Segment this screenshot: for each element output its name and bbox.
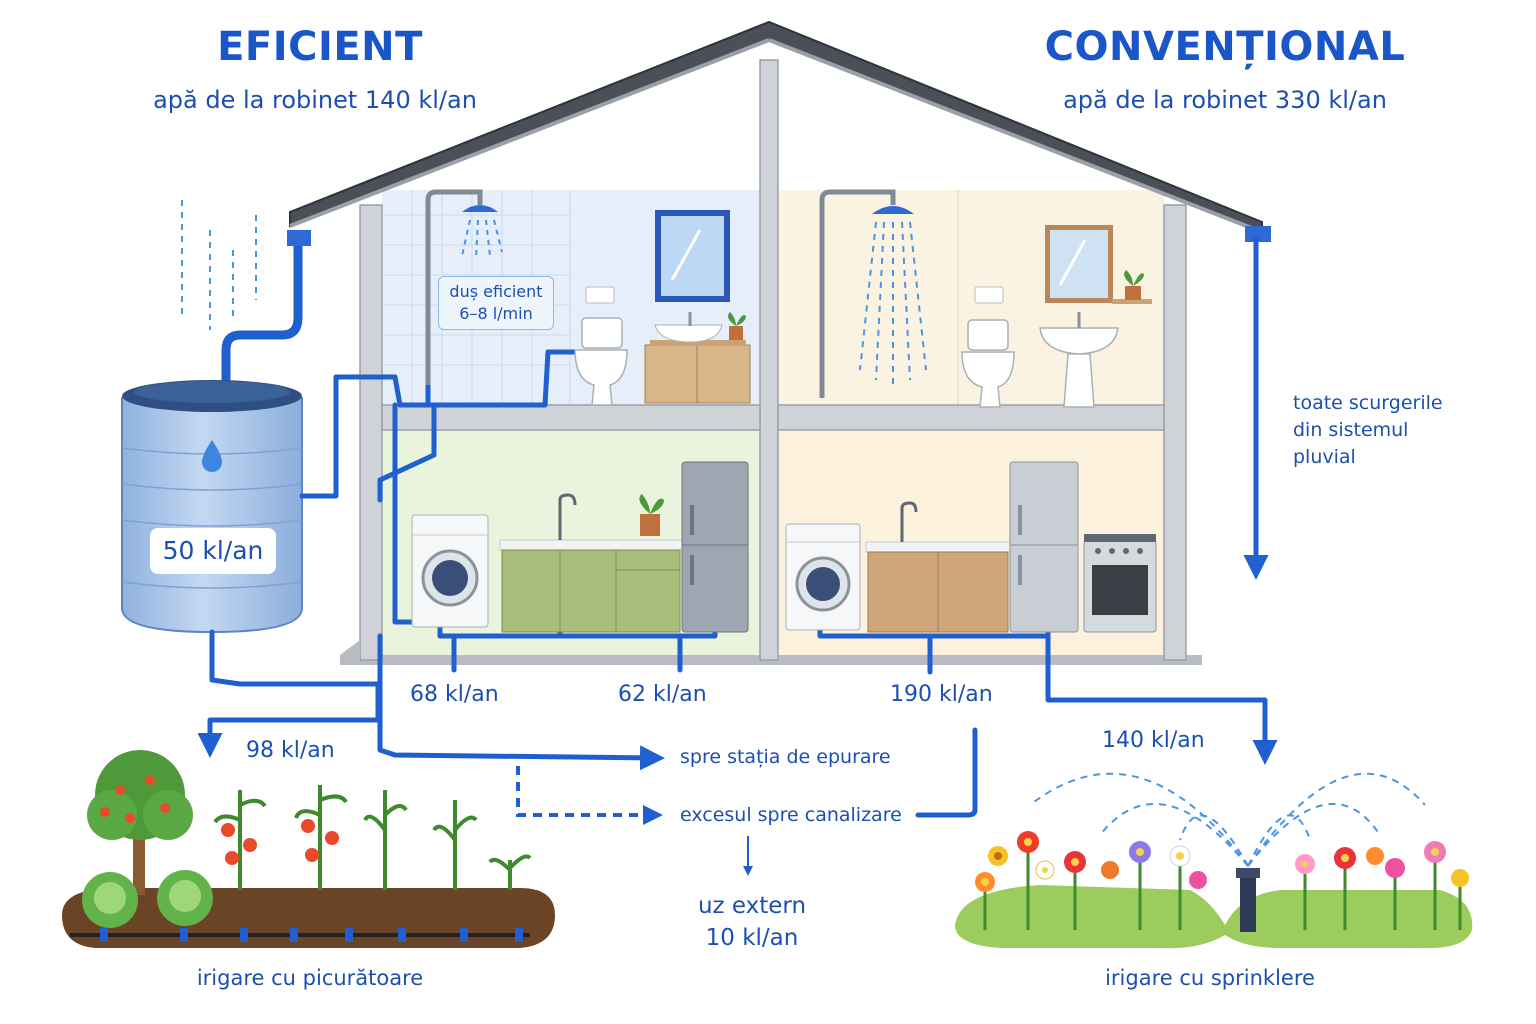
stormwater-note-line2: din sistemul: [1293, 419, 1409, 441]
sewer-excess-label: excesul spre canalizare: [680, 804, 902, 826]
external-use-line2: 10 kl/an: [705, 925, 799, 951]
water-drop-icon: [202, 440, 222, 472]
toilet-icon: [574, 317, 628, 406]
efficient-shower-note: duș eficient 6–8 l/min: [438, 276, 554, 330]
rain-icon: [181, 200, 257, 330]
mirror-icon: [655, 210, 730, 302]
sprinkler-irrigation-label: irigare cu sprinklere: [1105, 966, 1315, 990]
shower-note-line2: 6–8 l/min: [459, 304, 533, 323]
flow-kitchen: 62 kl/an: [618, 682, 707, 707]
shower-icon: [819, 189, 927, 398]
excess-dashed-pipe: [516, 766, 663, 825]
external-use-line1: uz extern: [697, 893, 807, 919]
efficient-pipes: [197, 349, 718, 771]
flower-icon: [975, 831, 1469, 930]
flow-conventional-total: 190 kl/an: [890, 682, 993, 707]
rain-tank: [121, 380, 303, 634]
toilet-icon: [961, 319, 1015, 408]
sink-icon: [1039, 312, 1119, 408]
shower-note-line1: duș eficient: [449, 282, 543, 301]
tree-icon: [87, 750, 193, 895]
treatment-plant-label: spre stația de epurare: [680, 746, 891, 768]
kitchen-counter-conventional: [865, 501, 1011, 633]
lettuce-icon: [82, 870, 213, 928]
flower-garden: [955, 885, 1473, 949]
flow-irrigation: 98 kl/an: [246, 738, 335, 763]
washing-machine-icon: [785, 523, 861, 631]
flow-sprinkler: 140 kl/an: [1102, 728, 1205, 753]
external-use: uz extern 10 kl/an: [672, 890, 832, 954]
stove-icon: [1083, 534, 1157, 633]
fridge-icon: [681, 461, 749, 633]
gutter-downpipe-left: [221, 238, 303, 388]
stormwater-note: toate scurgerile din sistemul pluvial: [1293, 390, 1443, 471]
shower-icon: [425, 189, 503, 385]
washing-machine-icon: [411, 514, 489, 628]
sink-icon: [644, 312, 751, 404]
conventional-pipes: [817, 625, 1278, 818]
stormwater-note-line1: toate scurgerile: [1293, 392, 1443, 414]
kitchen-counter-efficient: [499, 493, 683, 633]
stormwater-note-line3: pluvial: [1293, 446, 1356, 468]
conventional-title: CONVENȚIONAL: [1044, 24, 1406, 70]
tomatoes: [221, 819, 339, 865]
drip-irrigation-label: irigare cu picurătoare: [196, 966, 424, 990]
tank-value: 50 kl/an: [150, 528, 276, 574]
tomato-plant-icon: [213, 785, 532, 890]
mirror-icon: [1045, 225, 1113, 303]
efficient-subtitle: apă de la robinet 140 kl/an: [153, 86, 477, 114]
fridge-icon: [1009, 461, 1079, 633]
efficient-title: EFICIENT: [217, 24, 423, 70]
conventional-subtitle: apă de la robinet 330 kl/an: [1063, 86, 1387, 114]
plant-icon: [1124, 270, 1144, 300]
plant-icon: [639, 494, 664, 536]
flow-washer: 68 kl/an: [410, 682, 499, 707]
sprinkler-icon: [1029, 772, 1426, 932]
plant-icon: [728, 312, 746, 340]
downpipe-right: [1243, 226, 1271, 580]
